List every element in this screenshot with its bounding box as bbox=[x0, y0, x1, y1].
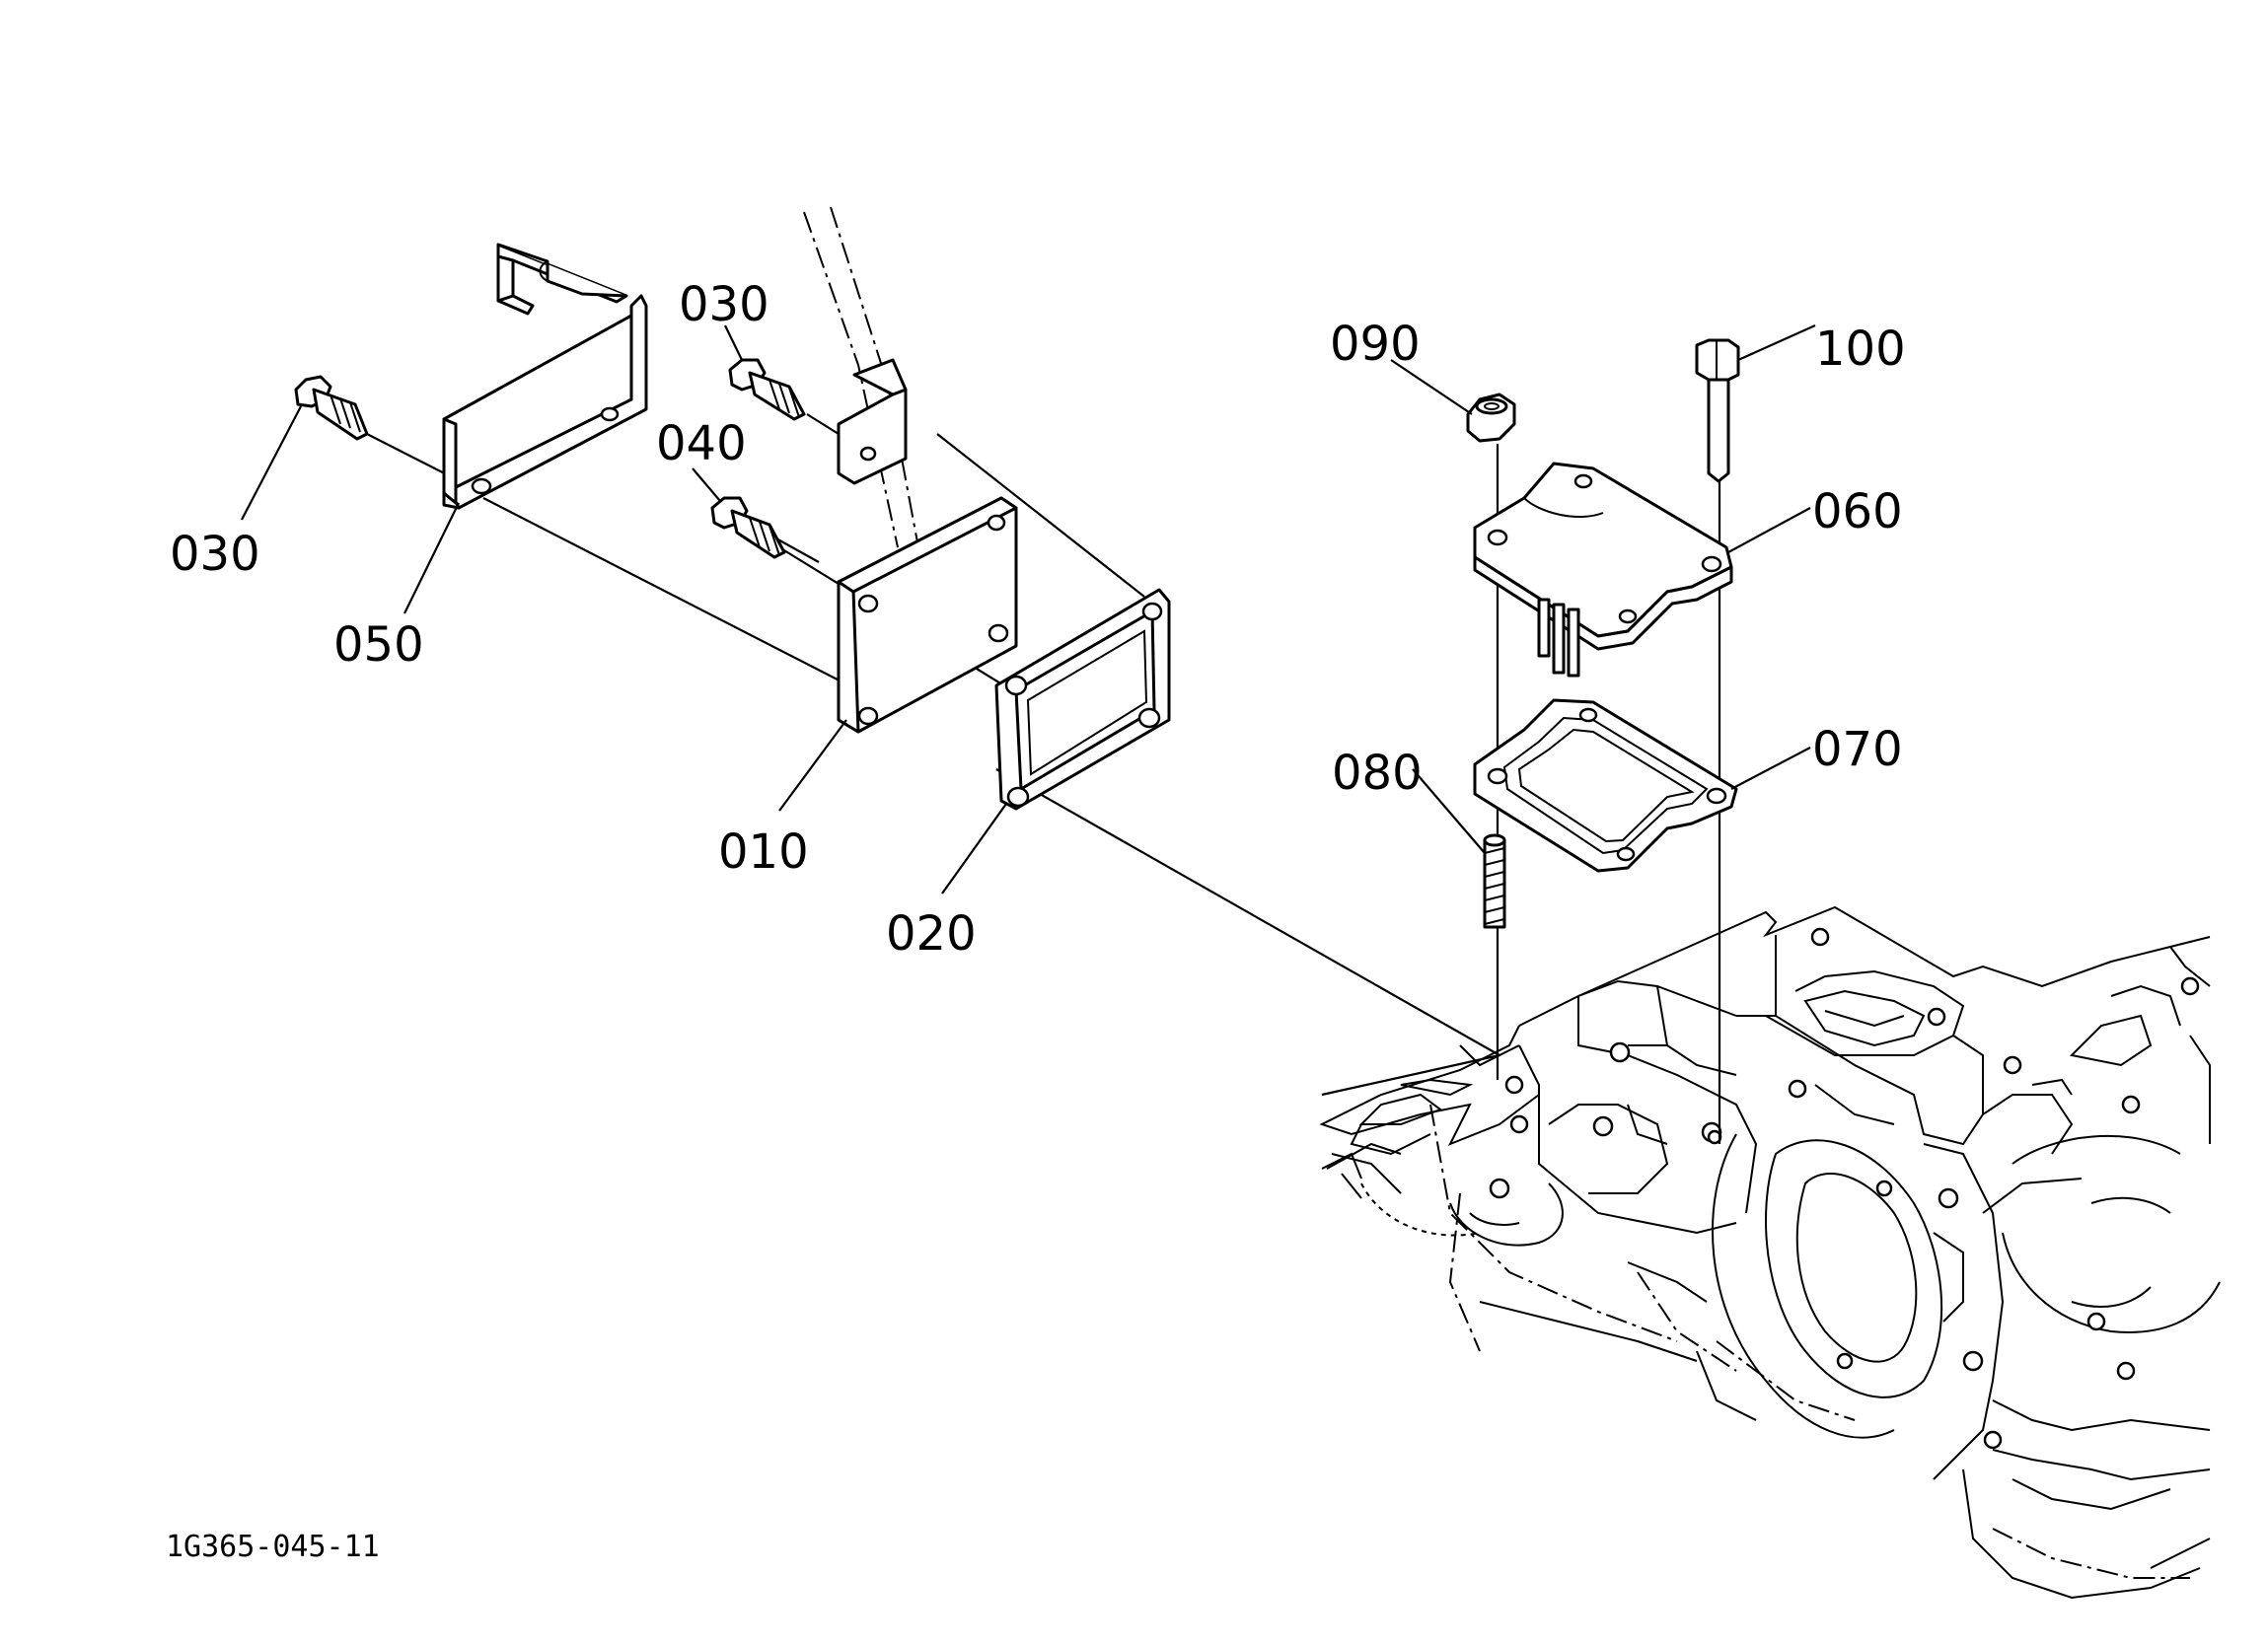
part-100-bolt bbox=[1695, 338, 1740, 483]
callout-060: 060 bbox=[1812, 484, 1903, 539]
callout-030-top: 030 bbox=[679, 277, 769, 332]
part-090-nut bbox=[1466, 393, 1516, 443]
part-070-gasket bbox=[1473, 698, 1738, 873]
part-080-stud bbox=[1483, 833, 1506, 929]
part-060-plate bbox=[1473, 462, 1733, 678]
callout-leaders bbox=[241, 323, 1816, 895]
drawing-code: 1G365-045-11 bbox=[166, 1530, 380, 1564]
callout-labels: 030 050 030 040 010 020 090 100 060 070 … bbox=[170, 277, 1906, 962]
small-plate-bracket bbox=[837, 358, 908, 485]
part-030-bolt-top bbox=[728, 358, 806, 421]
callout-040: 040 bbox=[656, 416, 747, 471]
part-010-cover-plate bbox=[837, 496, 1018, 734]
callout-090: 090 bbox=[1330, 317, 1421, 372]
dashed-rod bbox=[803, 206, 918, 548]
callout-070: 070 bbox=[1812, 722, 1903, 777]
callout-080: 080 bbox=[1332, 746, 1423, 801]
part-020-gasket bbox=[994, 588, 1171, 811]
part-030-bolt-left bbox=[294, 375, 369, 441]
engine-block bbox=[1319, 905, 2221, 1600]
callout-010: 010 bbox=[718, 824, 809, 880]
callout-100: 100 bbox=[1815, 322, 1906, 377]
part-040-bolt bbox=[710, 496, 786, 559]
callout-050: 050 bbox=[333, 617, 424, 673]
callout-030-left: 030 bbox=[170, 527, 260, 582]
callout-020: 020 bbox=[886, 906, 977, 962]
part-050-bracket bbox=[442, 243, 648, 510]
